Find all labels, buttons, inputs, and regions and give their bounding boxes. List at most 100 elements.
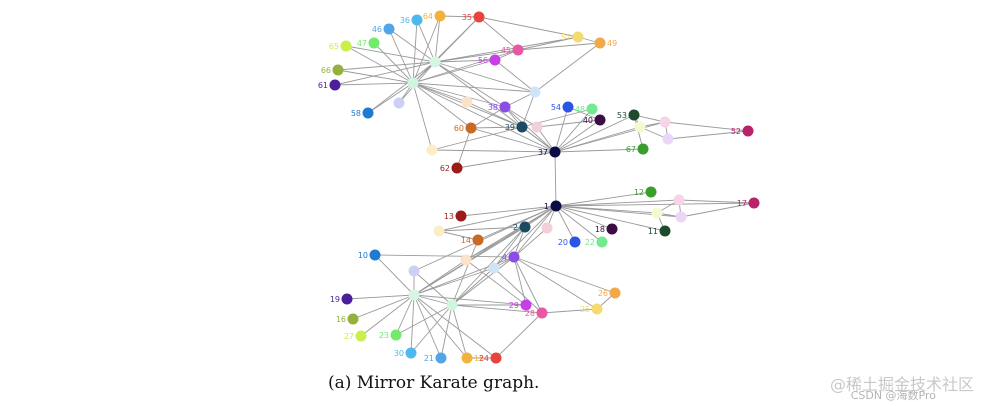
graph-edge — [466, 101, 523, 128]
graph-node — [340, 40, 352, 52]
graph-node-label: 57 — [561, 33, 571, 42]
figure-caption: (a) Mirror Karate graph. — [328, 373, 540, 393]
graph-node-label: 11 — [648, 227, 658, 236]
graph-edge — [470, 106, 506, 129]
graph-node-label: 21 — [424, 354, 434, 363]
graph-edge — [345, 45, 414, 84]
graph-edge — [554, 106, 569, 153]
graph-edge — [504, 91, 536, 108]
graph-edge — [416, 19, 436, 63]
graph-edge — [413, 267, 495, 296]
graph-node — [489, 54, 501, 66]
graph-edge — [493, 205, 557, 269]
graph-node-label: 47 — [357, 39, 367, 48]
graph-edge — [413, 294, 442, 359]
graph-edge — [555, 202, 755, 207]
graph-edge — [337, 61, 436, 71]
graph-node — [508, 251, 520, 263]
graph-edge — [413, 294, 453, 306]
graph-edge — [504, 106, 556, 153]
graph-edge — [412, 59, 496, 84]
graph-edge — [337, 69, 414, 84]
graph-edge — [434, 36, 579, 63]
graph-edge — [412, 15, 441, 84]
graph-node-label: 20 — [558, 238, 568, 247]
graph-edge — [554, 148, 644, 153]
graph-edge — [513, 205, 557, 258]
graph-node-label: 39 — [505, 123, 515, 132]
graph-edge — [434, 61, 556, 153]
graph-node — [341, 293, 353, 305]
graph-node — [562, 101, 574, 113]
graph-node-label: 65 — [329, 42, 339, 51]
graph-edge — [413, 270, 453, 306]
graph-node — [594, 114, 606, 126]
graph-node — [461, 352, 473, 364]
graph-edge — [439, 15, 480, 18]
graph-node — [472, 234, 484, 246]
graph-edge — [517, 42, 601, 51]
graph-node — [405, 347, 417, 359]
graph-node-label: 58 — [351, 109, 361, 118]
graph-edge — [413, 294, 497, 359]
graph-node — [536, 307, 548, 319]
graph-edge — [413, 205, 557, 272]
graph-edge — [374, 254, 415, 296]
graph-edge — [434, 61, 536, 93]
graph-edge — [555, 205, 603, 243]
graph-edge — [555, 191, 652, 207]
graph-node — [550, 200, 562, 212]
graph-node-label: 49 — [607, 39, 617, 48]
graph-node — [393, 97, 405, 109]
graph-edge — [513, 256, 616, 294]
graph-edge — [410, 294, 415, 354]
graph-node-label: 35 — [462, 13, 472, 22]
graph-node — [572, 31, 584, 43]
graph-node-label: 66 — [321, 66, 331, 75]
graph-node-label: 52 — [731, 127, 741, 136]
graph-node-label: 22 — [585, 238, 595, 247]
graph-edge — [412, 82, 433, 151]
graph-node — [662, 133, 674, 145]
graph-edge — [412, 82, 472, 129]
graph-edge — [513, 227, 548, 258]
graph-node — [748, 197, 760, 209]
graph-node — [606, 223, 618, 235]
graph-edge — [465, 259, 527, 306]
graph-edge — [388, 28, 436, 63]
graph-edge — [478, 16, 579, 38]
graph-node-label: 10 — [358, 251, 368, 260]
graph-edge — [555, 205, 613, 230]
graph-edges — [334, 15, 755, 359]
graph-node-label: 54 — [551, 103, 561, 112]
graph-node — [516, 121, 528, 133]
graph-node — [634, 121, 646, 133]
graph-edge — [555, 205, 666, 232]
graph-edge — [395, 304, 453, 336]
graph-edge — [434, 61, 506, 108]
graph-node-label: 28 — [525, 309, 535, 318]
graph-node-label: 23 — [379, 331, 389, 340]
graph-node — [332, 64, 344, 76]
graph-node — [461, 96, 473, 108]
graph-edge — [367, 82, 414, 114]
graph-edge — [451, 304, 543, 314]
graph-node-label: 38 — [488, 103, 498, 112]
graph-edge — [554, 121, 666, 153]
graph-node — [446, 299, 458, 311]
watermark: @稀土掘金技术社区 — [829, 375, 974, 394]
graph-edge — [438, 205, 557, 232]
graph-node-label: 40 — [583, 116, 593, 125]
graph-node — [529, 86, 541, 98]
graph-node-label: 37 — [538, 148, 548, 157]
graph-node — [637, 143, 649, 155]
graph-node — [673, 194, 685, 206]
graph-node-label: 14 — [461, 236, 471, 245]
graph-edge — [352, 294, 415, 320]
graph-node — [435, 352, 447, 364]
graph-node — [369, 249, 381, 261]
graph-node — [408, 289, 420, 301]
graph-node-label: 60 — [454, 124, 464, 133]
graph-edge — [451, 226, 526, 306]
